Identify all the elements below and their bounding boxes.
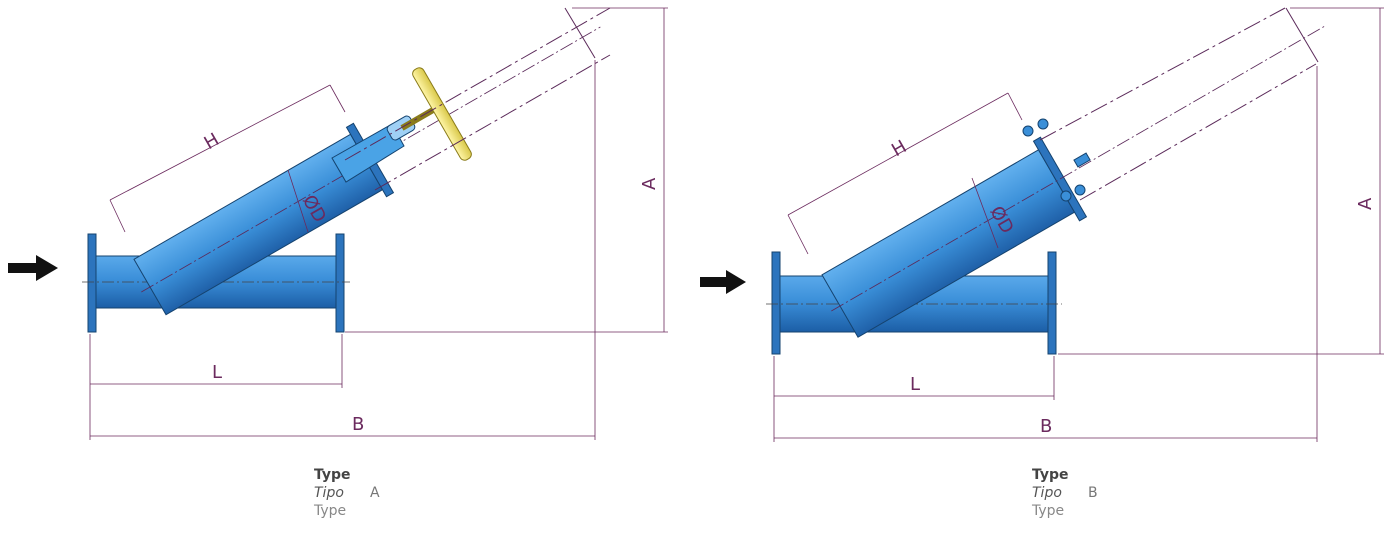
drawing-type-a: H ØD A L B (8, 7, 668, 440)
strainer-body (821, 25, 1326, 338)
t-handle (400, 67, 472, 161)
caption-line2: Tipo (1032, 485, 1062, 501)
dim-label-b: B (352, 414, 364, 435)
caption-type-letter: A (370, 485, 380, 501)
dim-label-a: A (639, 177, 660, 190)
cover-bolts (1022, 118, 1091, 202)
caption-line2: Tipo (314, 485, 344, 501)
caption-type-a: Type Tipo A Type (314, 466, 380, 520)
caption-line1: Type (1032, 467, 1069, 483)
caption-line3: Type (314, 503, 347, 519)
dim-label-a: A (1355, 197, 1376, 210)
dim-label-l: L (212, 362, 222, 383)
caption-type-letter: B (1088, 485, 1098, 501)
dim-label-b: B (1040, 416, 1052, 437)
caption-type-b: Type Tipo B Type (1032, 466, 1098, 520)
dim-label-l: L (910, 374, 920, 395)
flow-arrow-icon (700, 270, 746, 294)
flow-arrow-icon (8, 255, 58, 281)
dim-label-h: H (201, 129, 223, 154)
caption-line1: Type (314, 467, 351, 483)
caption-line3: Type (1032, 503, 1065, 519)
drawing-type-b: H ØD A L B (700, 7, 1384, 442)
